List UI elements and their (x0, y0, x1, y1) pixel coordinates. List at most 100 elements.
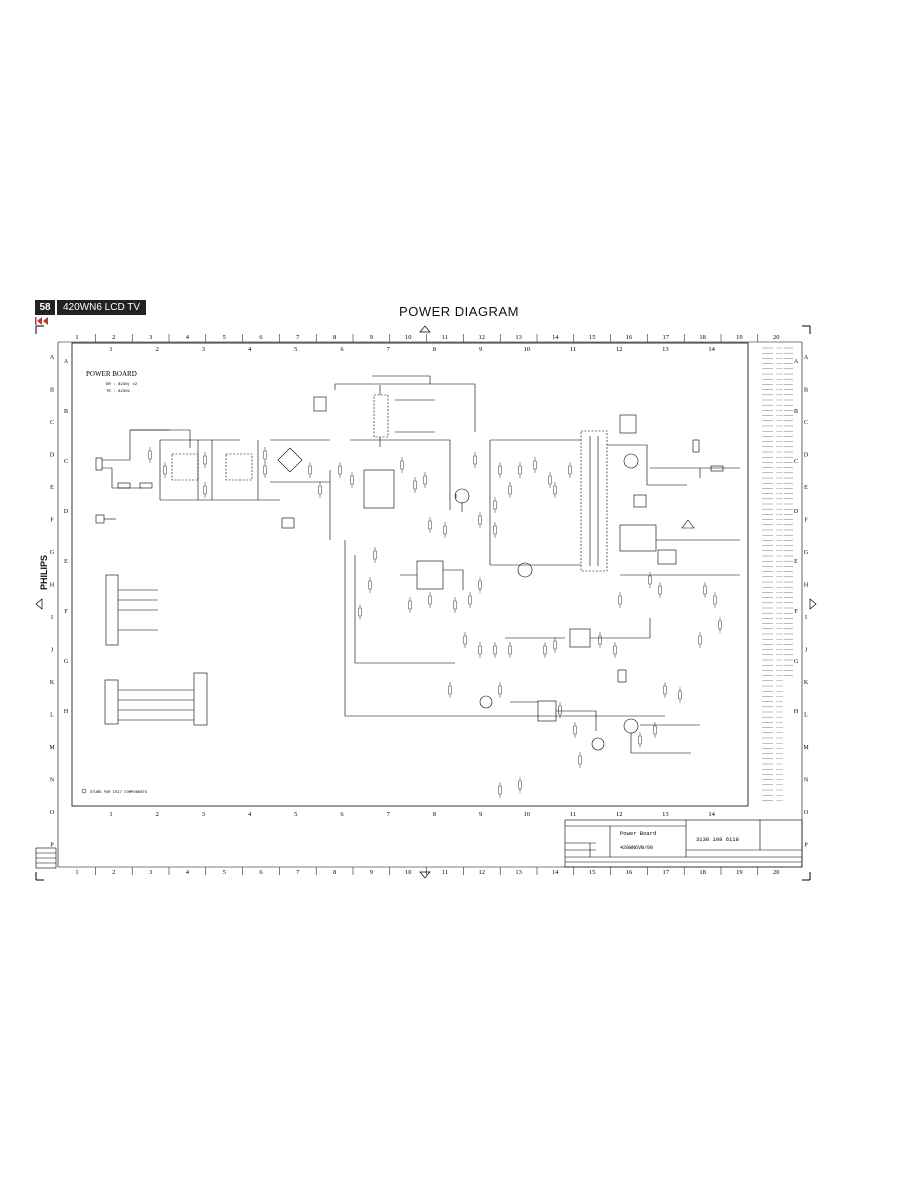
column-label: 2 (112, 869, 115, 876)
inner-column-label: 1 (109, 346, 112, 353)
column-label: 3 (149, 869, 152, 876)
inner-column-label: 11 (570, 811, 576, 818)
row-label: F (804, 518, 808, 524)
column-label: 4 (186, 869, 190, 876)
row-label: D (64, 509, 69, 515)
column-label: 8 (333, 869, 336, 876)
column-label: 8 (333, 334, 336, 341)
inner-column-label: 11 (570, 346, 576, 353)
row-label: M (49, 745, 55, 751)
title-block (564, 819, 803, 868)
column-label: 7 (296, 869, 300, 876)
column-label: 12 (479, 334, 486, 341)
inner-column-label: 9 (479, 811, 482, 818)
row-label: A (50, 355, 55, 361)
philips-logo: PHILIPS (39, 555, 49, 590)
row-label: C (804, 420, 808, 426)
inner-column-label: 4 (248, 346, 252, 353)
row-label: E (50, 485, 54, 491)
row-label: J (805, 648, 808, 654)
inner-column-label: 1 (109, 811, 112, 818)
row-label: E (794, 559, 798, 565)
row-label: J (51, 648, 54, 654)
row-label: F (64, 609, 68, 615)
column-label: 10 (405, 334, 412, 341)
inner-column-label: 6 (340, 346, 344, 353)
inner-column-label: 9 (479, 346, 482, 353)
column-label: 1 (75, 869, 78, 876)
row-label: G (50, 550, 55, 556)
inner-column-label: 10 (524, 346, 531, 353)
column-label: 11 (442, 334, 448, 341)
column-label: 6 (259, 869, 263, 876)
row-label: K (50, 680, 55, 686)
row-label: P (50, 843, 54, 849)
column-label: 7 (296, 334, 300, 341)
inner-column-label: 3 (202, 811, 205, 818)
row-label: H (794, 709, 799, 715)
row-label: C (50, 420, 54, 426)
row-label: H (64, 709, 69, 715)
row-label: N (804, 778, 809, 784)
circuit-wiring (95, 375, 740, 754)
block-subtitle-1: DR : 8230( x2 (106, 382, 138, 387)
column-label: 17 (663, 334, 670, 341)
row-label: H (50, 583, 55, 589)
row-label: B (804, 388, 808, 394)
row-label: G (804, 550, 809, 556)
inner-column-label: 4 (248, 811, 252, 818)
column-label: 11 (442, 869, 448, 876)
row-label: P (804, 843, 808, 849)
inner-column-label: 2 (156, 811, 159, 818)
schematic-frame (71, 342, 749, 807)
column-label: 15 (589, 334, 596, 341)
row-label: O (50, 810, 55, 816)
back-icon[interactable] (35, 316, 49, 326)
row-label: A (794, 359, 799, 365)
row-label: I (51, 615, 53, 621)
inner-column-label: 14 (708, 346, 715, 353)
column-label: 12 (479, 869, 486, 876)
column-label: 20 (773, 334, 780, 341)
column-label: 9 (370, 869, 373, 876)
row-label: F (794, 609, 798, 615)
inner-column-label: 7 (387, 346, 391, 353)
row-label: A (64, 359, 69, 365)
row-label: G (794, 659, 799, 665)
column-label: 9 (370, 334, 373, 341)
row-label: B (50, 388, 54, 394)
column-label: 17 (663, 869, 670, 876)
column-label: 15 (589, 869, 596, 876)
row-label: G (64, 659, 69, 665)
row-label: M (803, 745, 809, 751)
inner-column-label: 13 (662, 346, 669, 353)
row-label: K (804, 680, 809, 686)
side-legend-box (35, 847, 57, 869)
row-label: O (804, 810, 809, 816)
row-label: C (794, 459, 798, 465)
column-label: 19 (736, 869, 743, 876)
block-title: POWER BOARD (86, 370, 137, 378)
column-label: 14 (552, 334, 559, 341)
board-name: Power Board (620, 830, 656, 837)
column-label: 13 (515, 334, 522, 341)
column-label: 5 (223, 334, 226, 341)
column-label: 13 (515, 869, 522, 876)
row-label: C (64, 459, 68, 465)
inner-column-label: 6 (340, 811, 344, 818)
inner-column-label: 3 (202, 346, 205, 353)
row-label: N (50, 778, 55, 784)
row-label: E (64, 559, 68, 565)
row-label: E (804, 485, 808, 491)
row-label: B (64, 409, 68, 415)
column-label: 20 (773, 869, 780, 876)
inner-column-label: 2 (156, 346, 159, 353)
page-number: 58 (35, 300, 55, 315)
inner-column-label: 8 (433, 346, 436, 353)
footnote: STUBS FOR CSI7 COMPONENTS (90, 791, 148, 795)
component-list (762, 347, 793, 801)
inner-column-label: 12 (616, 811, 623, 818)
column-label: 19 (736, 334, 743, 341)
inner-column-label: 12 (616, 346, 623, 353)
page-title: POWER DIAGRAM (399, 304, 519, 319)
